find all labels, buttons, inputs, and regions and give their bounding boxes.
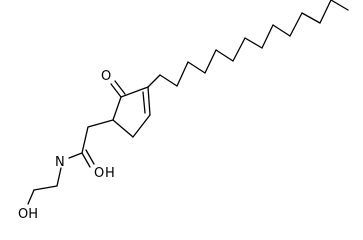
bond-chain-11	[289, 12, 303, 37]
amide-group: O H N	[55, 119, 115, 181]
bond-nitrogen-to-ch2	[56, 167, 62, 187]
hydroxyl-label: OH	[18, 207, 38, 222]
bond-ch2-to-ch2	[33, 185, 58, 191]
bond-ketone-double-1	[110, 83, 122, 98]
bond-chain-14	[330, 0, 349, 11]
amide-hydrogen-label: H	[105, 166, 115, 181]
bond-ch2-to-carbonyl	[81, 126, 89, 154]
bond-chain-10	[272, 24, 291, 37]
bond-chain-3	[176, 61, 189, 87]
bond-carbonyl-to-nitrogen	[68, 152, 83, 159]
bond-chain-12	[301, 12, 321, 24]
bond-ch2-to-hydroxyl	[27, 189, 35, 205]
cyclopentenone-ring	[112, 86, 151, 138]
ketone-oxygen-label: O	[101, 69, 111, 84]
bond-chain-1	[147, 74, 161, 88]
bond-chain-7	[232, 37, 246, 62]
bond-ring-to-ch2	[87, 119, 114, 128]
bond-ring-carbonyl-to-alkene	[120, 86, 149, 98]
bond-ring-ch2-to-ch	[112, 119, 134, 138]
bond-ring-double-inner	[142, 91, 146, 114]
bond-amide-co-1	[81, 152, 91, 168]
bond-ring-double-outer	[147, 86, 151, 116]
bond-chain-9	[261, 24, 274, 49]
bond-amide-co-2	[85, 149, 95, 165]
bond-ring-ch-to-carbonyl	[112, 96, 122, 121]
bond-chain-6	[215, 49, 234, 62]
bond-chain-5	[204, 49, 217, 74]
bond-chain-8	[244, 37, 263, 49]
bond-ketone-double-2	[114, 80, 126, 95]
undecyl-chain	[147, 0, 349, 88]
amide-nitrogen-label: N	[55, 155, 65, 170]
amide-oxygen-label: O	[94, 166, 104, 181]
hydroxyethyl-group: OH	[18, 167, 62, 222]
bond-chain-2	[159, 74, 178, 87]
bond-chain-13	[319, 0, 332, 24]
bond-chain-4	[187, 61, 206, 74]
ketone-group: O	[101, 69, 126, 98]
bond-ring-alkene-to-ch2	[132, 114, 151, 138]
